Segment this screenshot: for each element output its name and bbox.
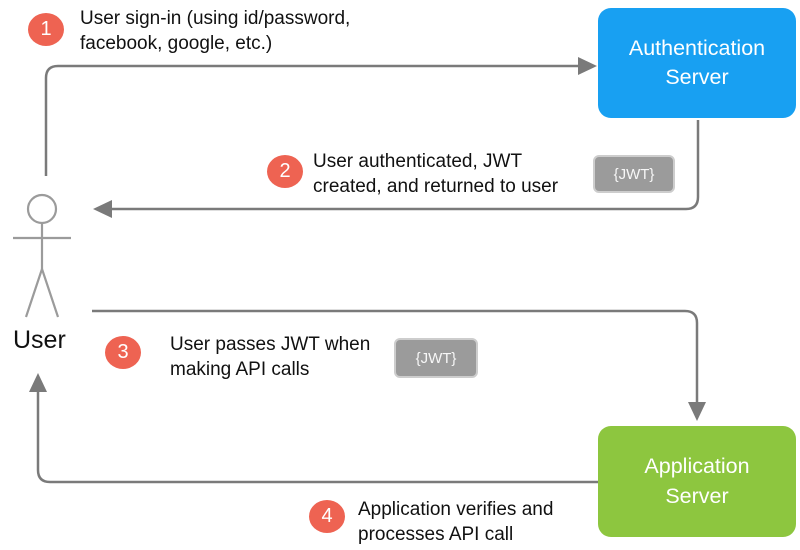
step-4-badge: 4 [309,500,345,533]
step-3-description: User passes JWT when making API calls [170,334,371,381]
user-stick-figure-icon [13,193,71,318]
step4-arrowhead-icon [29,373,47,392]
jwt-token-badge-step3: {JWT} [394,338,478,378]
step-3-badge: 3 [105,336,141,369]
user-actor-label: User [13,326,66,354]
authentication-server-box: Authentication Server [598,8,796,118]
step-4-description: Application verifies and processes API c… [358,499,554,546]
jwt-token-badge-step2: {JWT} [593,155,675,193]
step3-arrowhead-icon [688,402,706,421]
step4-arrow [29,373,598,484]
step2-arrowhead-icon [93,200,112,218]
step-1-description: User sign-in (using id/password, faceboo… [80,8,351,55]
step1-arrowhead-icon [578,57,597,75]
step-2-badge: 2 [267,155,303,188]
application-server-box: Application Server [598,426,796,537]
step-1-badge: 1 [28,13,64,46]
step-2-description: User authenticated, JWT created, and ret… [313,151,559,198]
